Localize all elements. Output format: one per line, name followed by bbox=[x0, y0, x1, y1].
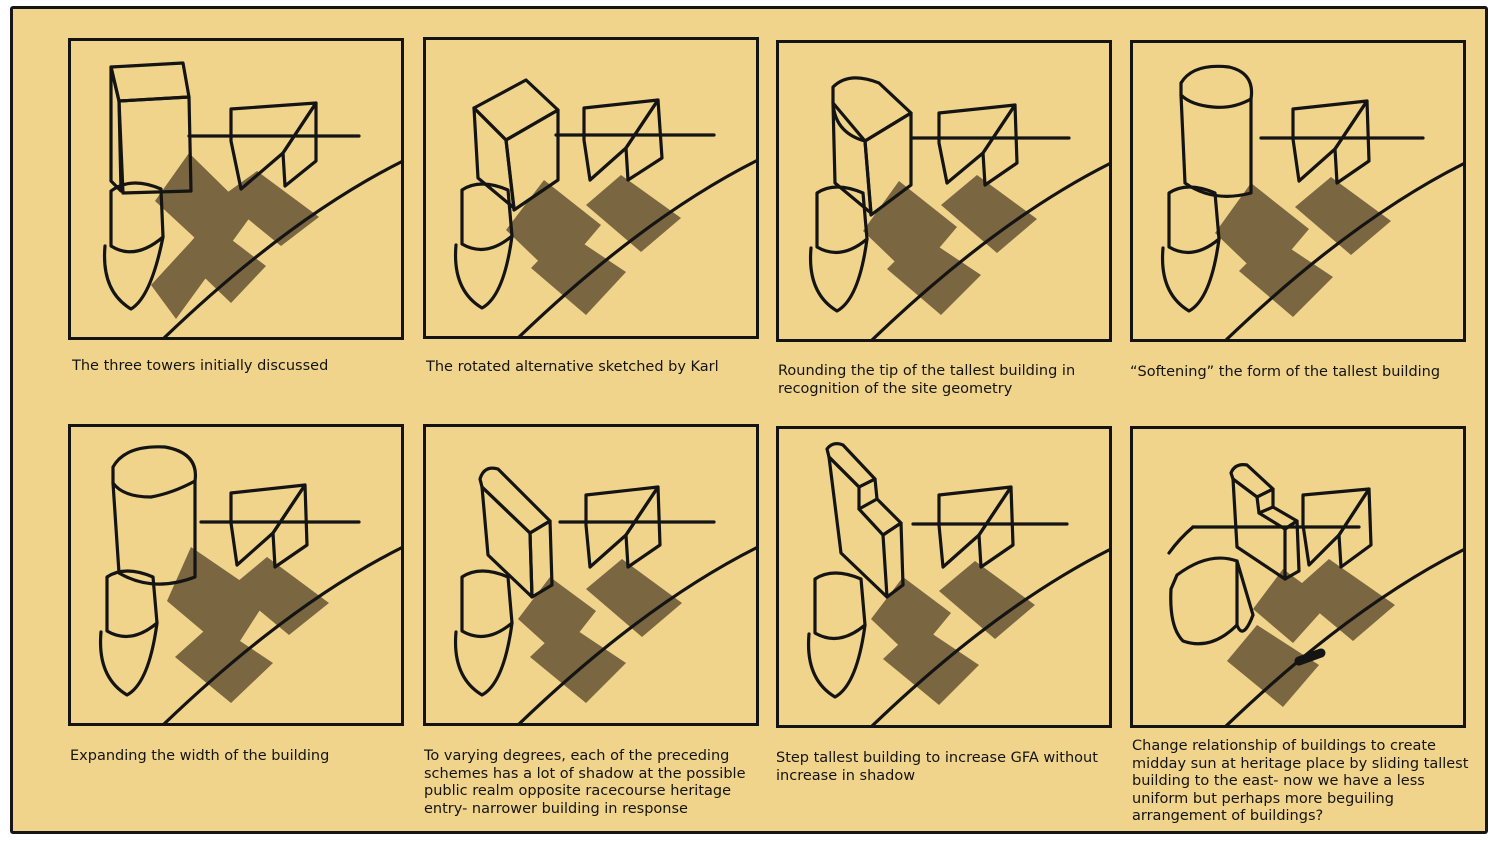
sketch-panel-7 bbox=[776, 426, 1112, 728]
massing-sketch-1 bbox=[102, 61, 401, 337]
panel-caption-4: “Softening” the form of the tallest buil… bbox=[1130, 364, 1441, 380]
massing-sketch-6 bbox=[453, 466, 756, 723]
panel-caption-7: Step tallest building to increase GFA wi… bbox=[776, 750, 1098, 784]
sketch-panel-4 bbox=[1130, 40, 1466, 342]
panel-caption-3: Rounding the tip of the tallest building… bbox=[778, 363, 1076, 397]
sketch-panel-2 bbox=[423, 37, 759, 339]
sketch-panel-5 bbox=[68, 424, 404, 726]
panel-caption-5: Expanding the width of the building bbox=[70, 748, 330, 764]
massing-sketch-2 bbox=[453, 78, 756, 336]
massing-sketch-7 bbox=[806, 442, 1109, 725]
sketch-panel-1 bbox=[68, 38, 404, 340]
massing-sketch-8 bbox=[1167, 463, 1463, 725]
panel-caption-6: To varying degrees, each of the precedin… bbox=[424, 748, 746, 817]
panel-caption-1: The three towers initially discussed bbox=[72, 358, 329, 374]
sketch-panel-8 bbox=[1130, 426, 1466, 728]
massing-sketch-4 bbox=[1160, 64, 1463, 339]
sketch-panel-6 bbox=[423, 424, 759, 726]
panel-caption-8: Change relationship of buildings to crea… bbox=[1132, 738, 1469, 824]
sketch-panel-3 bbox=[776, 40, 1112, 342]
massing-sketch-5 bbox=[98, 445, 401, 723]
massing-sketch-3 bbox=[808, 76, 1109, 339]
panel-caption-2: The rotated alternative sketched by Karl bbox=[426, 359, 719, 375]
